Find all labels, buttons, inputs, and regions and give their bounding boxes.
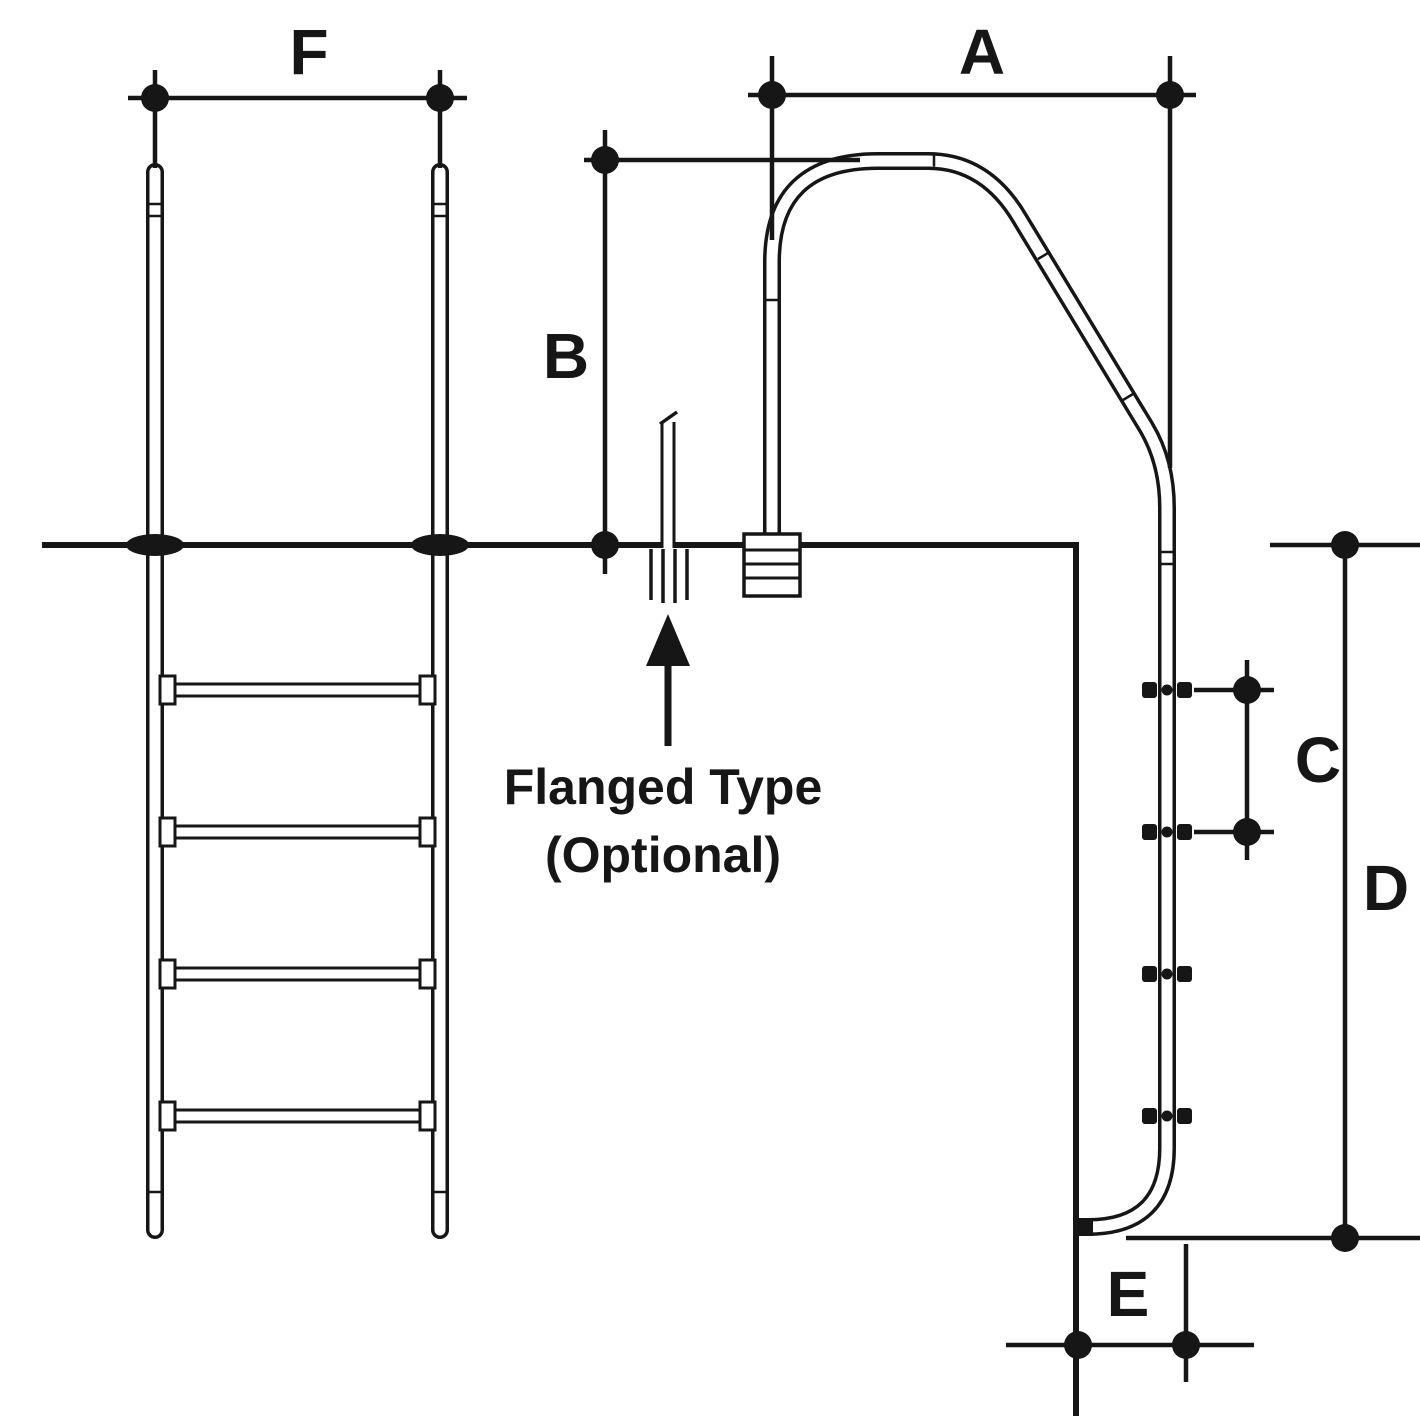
rung-1: [158, 674, 437, 706]
dimension-dot: [141, 84, 169, 112]
dimension-dot: [758, 81, 786, 109]
deck-and-pool-wall: [42, 542, 1079, 1416]
foot-end-cap: [1076, 1218, 1093, 1236]
side-view-ladder: [742, 152, 1192, 1236]
rung-2: [158, 816, 437, 848]
dimension-B: B: [543, 130, 860, 574]
flanged-type-annotation: Flanged Type (Optional): [504, 410, 823, 883]
stub-left: [1142, 1108, 1157, 1124]
dimension-dot: [1064, 1331, 1092, 1359]
stub-left: [1142, 824, 1157, 840]
flanged-type-label-line1: Flanged Type: [504, 759, 823, 815]
anchor-socket-ribs: [744, 548, 800, 580]
stub-right: [1177, 682, 1192, 698]
rung-bracket-right: [418, 674, 437, 706]
stub-pin: [1161, 968, 1173, 980]
dimension-label-A: A: [959, 16, 1005, 88]
side-rung-stub-4: [1142, 1108, 1192, 1124]
side-rung-stub-1: [1142, 682, 1192, 698]
extension-lines: [769, 56, 1173, 468]
dimension-label-E: E: [1107, 1258, 1150, 1330]
extension-lines: [1194, 687, 1274, 835]
rung-bracket-right: [418, 816, 437, 848]
stub-pin: [1161, 684, 1173, 696]
dimension-dot: [426, 84, 454, 112]
dimension-dot: [1233, 818, 1261, 846]
dimension-dot: [1233, 676, 1261, 704]
flanged-type-label-line2: (Optional): [545, 827, 781, 883]
rung-4: [158, 1100, 437, 1132]
dimension-D: D: [1126, 531, 1420, 1252]
dimension-dot: [1156, 81, 1184, 109]
dimension-label-F: F: [289, 16, 328, 88]
deck-escutcheon-right: [411, 534, 469, 556]
dimension-E: E: [1006, 1244, 1254, 1382]
stub-pin: [1161, 1110, 1173, 1122]
deck-escutcheon-left: [126, 534, 184, 556]
stub-right: [1177, 966, 1192, 982]
rung-bracket-left: [158, 816, 177, 848]
dimension-dot: [1331, 531, 1359, 559]
stub-pin: [1161, 826, 1173, 838]
dimension-A: A: [748, 16, 1196, 468]
stub-right: [1177, 824, 1192, 840]
rung-bracket-left: [158, 674, 177, 706]
dimension-dot: [1172, 1331, 1200, 1359]
up-arrow-head: [646, 614, 690, 666]
stub-right: [1177, 1108, 1192, 1124]
dimension-C: C: [1194, 660, 1341, 860]
dimension-dot: [591, 531, 619, 559]
stub-left: [1142, 682, 1157, 698]
side-rung-stub-2: [1142, 824, 1192, 840]
rung-bracket-left: [158, 1100, 177, 1132]
flange-prongs: [649, 549, 689, 603]
dimension-dot: [1331, 1224, 1359, 1252]
handrail-joint-ticks: [766, 155, 1173, 566]
rung-3: [158, 958, 437, 990]
dimension-label-B: B: [543, 320, 589, 392]
dimension-label-D: D: [1363, 852, 1409, 924]
handrail-outline: [763, 152, 1176, 1236]
rail-joint-ticks: [149, 202, 446, 1194]
deck-line: [42, 542, 1079, 1416]
rung-bracket-right: [418, 958, 437, 990]
dimension-dot: [591, 146, 619, 174]
deck-anchor-socket: [742, 532, 802, 598]
dimension-label-C: C: [1295, 724, 1341, 796]
rung-bracket-right: [418, 1100, 437, 1132]
handrail-inner: [766, 155, 1173, 1233]
side-rung-stub-3: [1142, 966, 1192, 982]
stub-left: [1142, 966, 1157, 982]
rung-bracket-left: [158, 958, 177, 990]
flange-post-cut-cap: [658, 410, 679, 426]
dimension-F: F: [128, 16, 467, 168]
front-view-ladder: [126, 163, 469, 1239]
